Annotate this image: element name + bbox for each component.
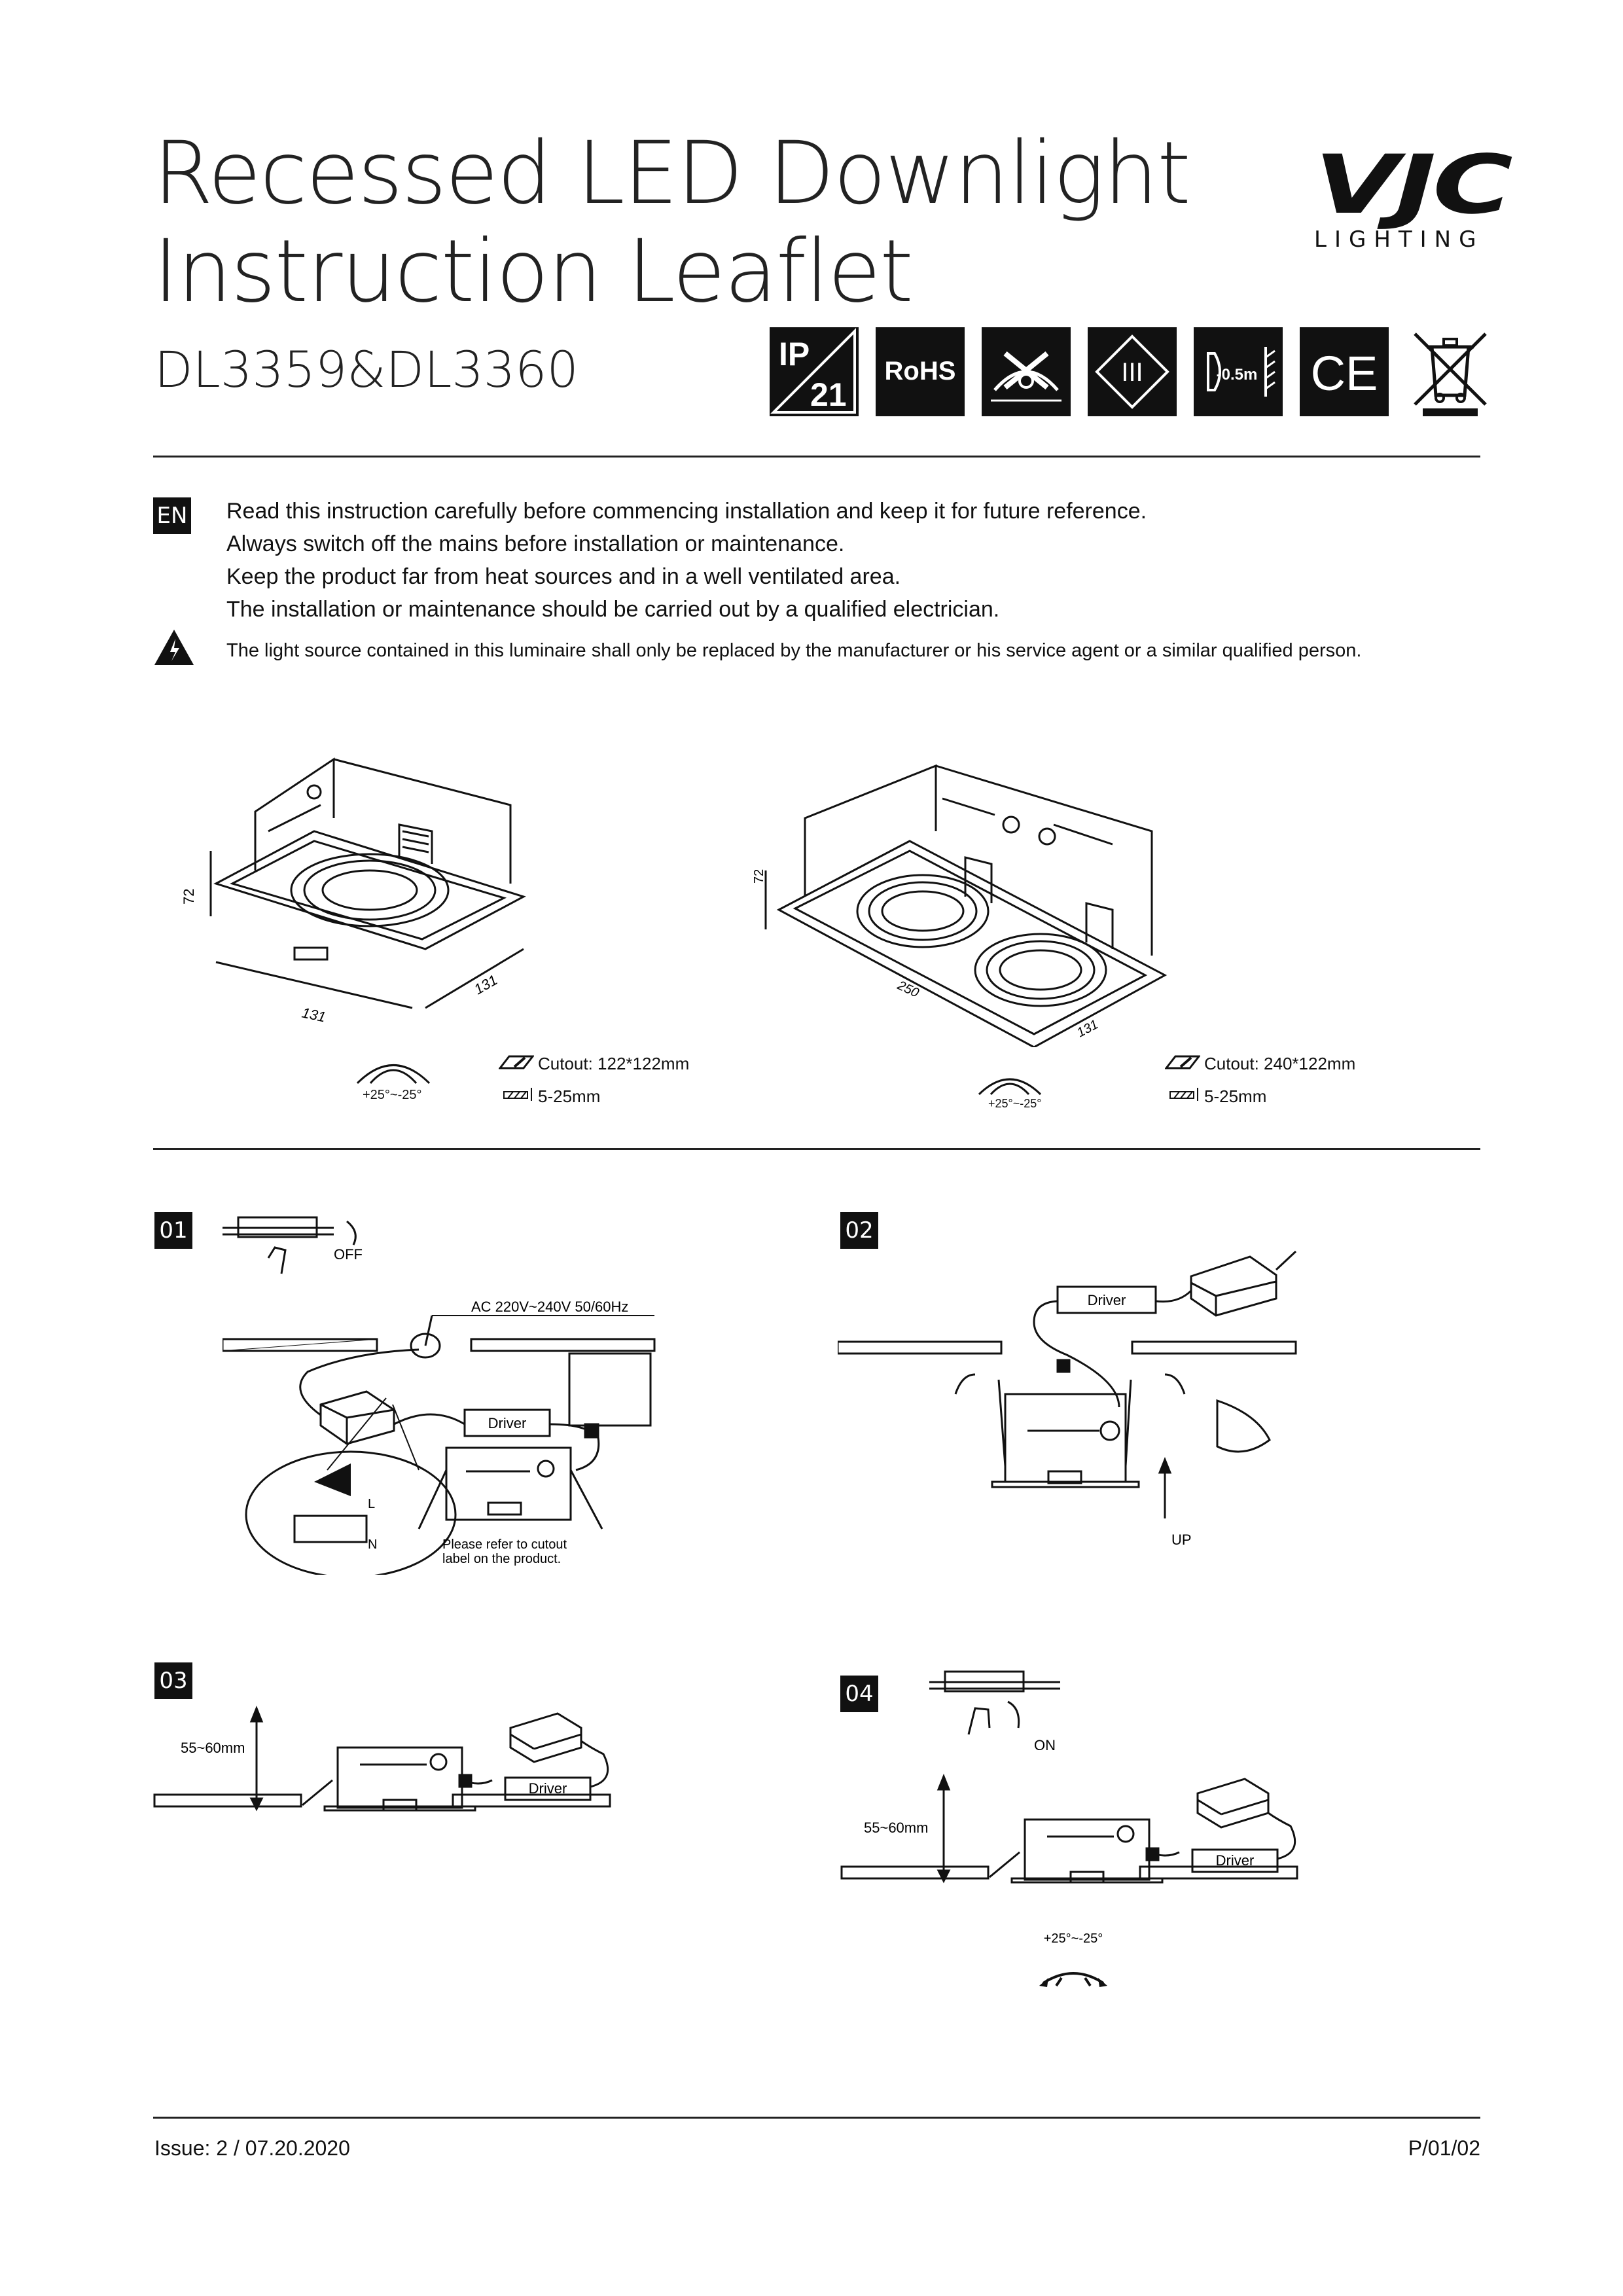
single-tilt-label: +25°~-25° xyxy=(363,1088,422,1102)
double-cutout-label: Cutout: 240*122mm xyxy=(1204,1054,1356,1073)
ceiling-thickness-icon xyxy=(503,1086,534,1105)
page-title: Recessed LED Downlight Instruction Leafl… xyxy=(153,123,1191,322)
ce-label: CE xyxy=(1311,346,1378,401)
single-depth-label: 131 xyxy=(471,971,500,997)
intro-line-3: Keep the product far from heat sources a… xyxy=(226,564,901,589)
weee-bin-icon xyxy=(1406,327,1495,416)
cutout-icon xyxy=(497,1054,535,1073)
step-03-driver-label: Driver xyxy=(529,1780,567,1797)
single-cutout-label: Cutout: 122*122mm xyxy=(538,1054,690,1073)
product-drawing-single: 72 131 131 xyxy=(170,753,537,1037)
step-04-diagram: 55~60mm Driver +25°~-25° xyxy=(839,1767,1310,2006)
step-01-n-label: N xyxy=(368,1537,377,1552)
step-01-l-label: L xyxy=(368,1497,375,1511)
tilt-arc-icon xyxy=(351,1054,436,1090)
step-01-badge: 01 xyxy=(154,1212,192,1249)
step-04-switch-label: ON xyxy=(1034,1737,1056,1753)
electric-warning-icon xyxy=(153,628,195,670)
step-04-switch-diagram: ON xyxy=(929,1662,1099,1764)
language-badge: EN xyxy=(153,497,191,534)
ce-mark-icon: CE xyxy=(1300,327,1389,416)
step-02-up-label: UP xyxy=(1171,1532,1192,1548)
double-thickness-label: 5-25mm xyxy=(1204,1086,1267,1106)
step-01-switch-label: OFF xyxy=(334,1246,363,1263)
page-number: P/01/02 xyxy=(1408,2136,1480,2160)
intro-line-2: Always switch off the mains before insta… xyxy=(226,531,845,556)
rohs-icon: RoHS xyxy=(876,327,965,416)
step-04-gap-label: 55~60mm xyxy=(864,1820,928,1836)
ip-rating-icon: IP 21 xyxy=(770,327,859,416)
logo-subtitle: LIGHTING xyxy=(1314,226,1484,253)
no-insulation-cover-icon xyxy=(982,327,1071,416)
step-01-note-line-2: label on the product. xyxy=(442,1552,561,1566)
single-height-label: 72 xyxy=(181,889,197,905)
ip-bottom-label: 21 xyxy=(810,376,847,413)
divider-middle xyxy=(153,1148,1480,1150)
replacement-warning: The light source contained in this lumin… xyxy=(226,640,1362,661)
step-04-badge: 04 xyxy=(840,1676,878,1712)
title-line-1: Recessed LED Downlight xyxy=(153,123,1191,224)
logo-mark: VJC xyxy=(1314,138,1513,232)
intro-line-1: Read this instruction carefully before c… xyxy=(226,499,1147,524)
class-iii-icon: III xyxy=(1088,327,1177,416)
step-03-diagram: 55~60mm Driver xyxy=(152,1702,623,1823)
single-width-label: 131 xyxy=(300,1004,327,1025)
ip-top-label: IP xyxy=(779,336,810,372)
tilt-arc-icon-2 xyxy=(974,1068,1046,1100)
min-distance-icon: -0.5m xyxy=(1194,327,1283,416)
step-01-driver-label: Driver xyxy=(488,1415,527,1431)
intro-line-4: The installation or maintenance should b… xyxy=(226,597,1000,622)
double-tilt-label: +25°~-25° xyxy=(988,1097,1042,1110)
single-thickness-label: 5-25mm xyxy=(538,1086,601,1106)
step-02-badge: 02 xyxy=(840,1212,878,1249)
brand-logo: VJC LIGHTING xyxy=(1314,145,1513,253)
ceiling-thickness-icon-2 xyxy=(1169,1086,1200,1105)
cutout-icon-2 xyxy=(1164,1054,1202,1073)
rohs-label: RoHS xyxy=(885,357,956,386)
step-03-gap-label: 55~60mm xyxy=(181,1740,245,1756)
step-02-diagram: UP Driver xyxy=(836,1244,1309,1561)
divider-bottom xyxy=(153,2117,1480,2119)
step-01-diagram: OFF AC 220V~240V 50/60Hz Driver L N Plea… xyxy=(221,1208,668,1579)
double-height-label: 72 xyxy=(752,869,766,884)
step-02-driver-label: Driver xyxy=(1088,1292,1126,1308)
distance-label: -0.5m xyxy=(1217,366,1258,384)
step-04-driver-label: Driver xyxy=(1216,1852,1255,1869)
model-number: DL3359&DL3360 xyxy=(154,340,579,399)
double-depth-label: 131 xyxy=(1075,1017,1101,1040)
step-01-note-line-1: Please refer to cutout xyxy=(442,1537,567,1552)
double-width-label: 250 xyxy=(895,978,921,1000)
divider-top xyxy=(153,456,1480,457)
title-line-2: Instruction Leaflet xyxy=(153,221,914,322)
product-drawing-double: 72 250 131 xyxy=(746,759,1204,1050)
class-label: III xyxy=(1121,358,1143,387)
step-03-badge: 03 xyxy=(154,1662,192,1699)
intro-text: Read this instruction carefully before c… xyxy=(226,495,1147,626)
issue-date: Issue: 2 / 07.20.2020 xyxy=(154,2136,350,2160)
step-04-tilt-label: +25°~-25° xyxy=(1044,1931,1103,1946)
step-01-supply-label: AC 220V~240V 50/60Hz xyxy=(471,1299,628,1315)
